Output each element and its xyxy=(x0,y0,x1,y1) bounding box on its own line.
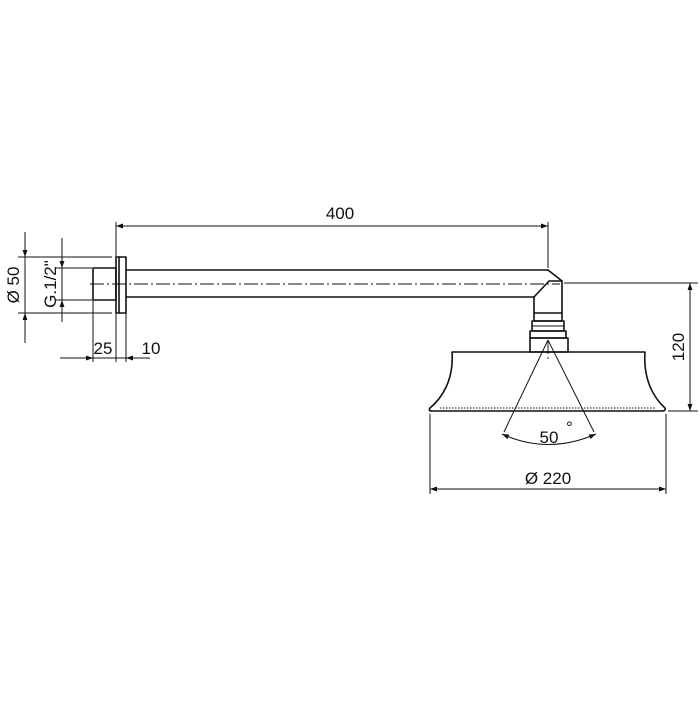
nipple-length-label: 25 xyxy=(94,339,113,358)
spray-angle-indicator: 50 ° xyxy=(501,339,597,447)
flange-diameter-label: Ø 50 xyxy=(4,267,23,304)
dimension-head-height: 120 xyxy=(564,282,698,412)
degree-mark: ° xyxy=(566,418,573,437)
wall-flange xyxy=(115,256,127,314)
shower-arm xyxy=(90,269,563,314)
dimension-head-diameter: Ø 220 xyxy=(429,414,667,494)
thread-label: G.1/2" xyxy=(41,260,60,308)
shower-head xyxy=(428,340,666,412)
flange-thickness-label: 10 xyxy=(142,339,161,358)
dimension-arm-length: 400 xyxy=(115,204,549,268)
spray-angle-label: 50 xyxy=(540,428,559,447)
dimension-thread: G.1/2" xyxy=(41,238,92,322)
arm-length-label: 400 xyxy=(326,204,354,223)
ball-joint-connector xyxy=(529,312,569,353)
dimension-nipple-and-flange: 25 10 xyxy=(60,300,160,362)
head-height-label: 120 xyxy=(669,333,688,361)
dimension-flange-diameter: Ø 50 xyxy=(4,232,112,343)
head-diameter-label: Ø 220 xyxy=(525,469,571,488)
